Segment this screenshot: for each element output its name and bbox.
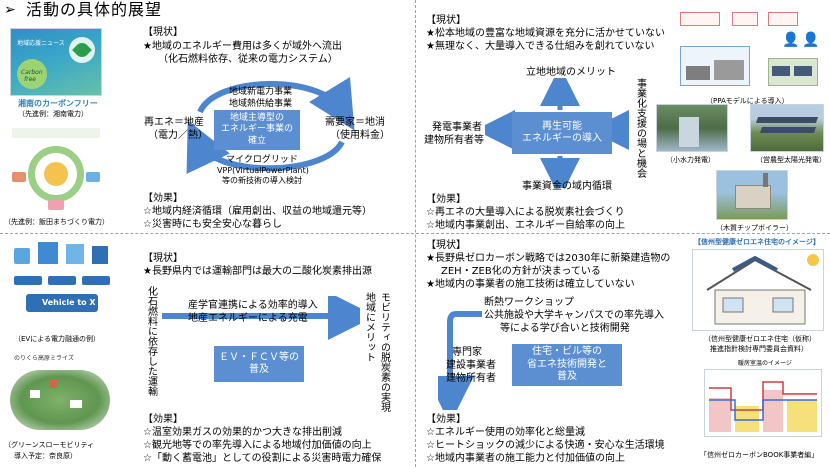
title-bullet: ➢ bbox=[4, 2, 16, 18]
q2-left-label-1: 発電事業者 bbox=[432, 122, 482, 133]
q4-genjo-2: ZEH・ZEB化の方針が決まっている bbox=[441, 266, 601, 277]
q3-right-vertical-2: モビリティの脱炭素の実現 bbox=[378, 292, 390, 412]
q4-top-text-3: 等による学び合いと技術開発 bbox=[500, 323, 630, 334]
caption-house-2: 推進指針検討専門委員会資料） bbox=[710, 345, 808, 353]
q2-center-box: 再生可能 エネルギーの導入 bbox=[512, 112, 612, 154]
q4-top-text-1: 断熱ワークショップ bbox=[484, 297, 574, 308]
caption-boiler: （木質チップボイラー） bbox=[716, 224, 793, 232]
q1-genjo-head: 【現状】 bbox=[143, 27, 183, 38]
room-temp-graph-title: 暖房室温のイメージ bbox=[738, 360, 792, 367]
q4-left-text-2: 建設事業者 bbox=[446, 360, 496, 371]
q3-right-vertical-1: 地域にメリット bbox=[363, 292, 375, 362]
q3-arrow bbox=[162, 296, 360, 340]
page-title: 活動の具体的展望 bbox=[26, 0, 163, 19]
q4-koka-1: ☆エネルギー使用の効率化と総量減 bbox=[426, 427, 585, 438]
iida-cycle-diagram bbox=[8, 126, 104, 212]
caption-house-1: （信州型健康ゼロエネ住宅（仮称） bbox=[704, 335, 816, 343]
q2-left-label-2: 建物所有者等 bbox=[424, 135, 484, 146]
q2-koka-2: ☆地域内事業創出、エネルギー自給率の向上 bbox=[426, 220, 625, 231]
q2-genjo-head: 【現状】 bbox=[426, 15, 466, 26]
q3-left-vertical: 化石燃料に依存した運輸 bbox=[145, 286, 157, 396]
q1-top-text-1: 地域新電力事業 bbox=[229, 87, 293, 97]
caption-green-1: （グリーンスローモビリティ bbox=[4, 441, 95, 449]
ppa-model-diagram: 👤 👤 bbox=[672, 10, 824, 92]
q4-center-box: 住宅・ビル等の 省エネ技術開発と 普及 bbox=[512, 344, 622, 386]
q1-right-text-1: 需要家＝地消 bbox=[325, 117, 385, 128]
caption-shonan-title: 湘南のカーボンフリー bbox=[18, 99, 98, 108]
q1-bottom-text-3: 等の新技術の導入検討 bbox=[222, 176, 302, 185]
caption-shonan: （先進例：湘南電力） bbox=[18, 110, 88, 118]
carbon-free-brochure-image: Carbon free 地域応援ニュース bbox=[10, 28, 102, 96]
q2-genjo-2: ★無理なく、大量導入できる仕組みを創れていない bbox=[426, 41, 655, 52]
q3-genjo-head: 【現状】 bbox=[143, 253, 183, 264]
q1-koka-head: 【効果】 bbox=[143, 193, 183, 204]
green-mobility-illustration bbox=[10, 370, 110, 430]
solar-sharing-photo bbox=[750, 104, 824, 152]
q3-koka-3: ☆「動く蓄電池」としての役割による災害時電力確保 bbox=[143, 453, 382, 464]
q2-koka-1: ☆再エネの大量導入による脱炭素社会づくり bbox=[426, 207, 625, 218]
house-image-title: 【信州型健康ゼロエネ住宅のイメージ】 bbox=[694, 238, 820, 246]
caption-green-2: 導入予定：奈良原） bbox=[14, 452, 77, 460]
caption-ev: （EVによる電力融通の例） bbox=[14, 335, 101, 343]
q4-genjo-3: ★地域内の事業者の施工技術は確立していない bbox=[426, 279, 635, 290]
q1-left-text-2: （電力／熱） bbox=[148, 130, 208, 141]
q3-koka-1: ☆温室効果ガスの効果的かつ大きな排出削減 bbox=[143, 427, 342, 438]
q4-genjo-head: 【現状】 bbox=[426, 240, 466, 251]
q3-genjo-1: ★長野県内では運輸部門は最大の二酸化炭素排出源 bbox=[143, 266, 372, 277]
q3-center-box: ＥＶ・ＦＣＶ等の 普及 bbox=[214, 346, 304, 382]
v2x-diagram: Vehicle to X bbox=[8, 240, 116, 320]
q4-koka-3: ☆地域内事業者の施工能力と付加価値の向上 bbox=[426, 453, 625, 464]
caption-hydro: （小水力発電） bbox=[666, 156, 715, 164]
zero-energy-house-image bbox=[692, 249, 824, 331]
room-temperature-graph bbox=[704, 369, 822, 437]
q4-genjo-1: ★長野県ゼロカーボン戦略では2030年に新築建造物の bbox=[426, 253, 671, 264]
q3-mid-text-1: 産学官連携による効率的導入 bbox=[188, 300, 318, 311]
v2x-label: Vehicle to X bbox=[42, 298, 96, 307]
q2-bottom-label: 事業資金の域内循環 bbox=[522, 181, 612, 192]
q1-center-box: 地域主導型の エネルギー事業の 確立 bbox=[214, 110, 300, 150]
caption-ppa: （PPAモデルによる導入） bbox=[706, 97, 789, 105]
horizontal-divider bbox=[0, 233, 830, 234]
q1-top-text-2: 地域熱供給事業 bbox=[229, 99, 293, 109]
q3-koka-head: 【効果】 bbox=[143, 414, 183, 425]
q2-genjo-1: ★松本地域の豊富な地域資源を充分に活かせていない bbox=[426, 28, 665, 39]
chip-boiler-photo bbox=[716, 170, 788, 220]
brochure-title: 地域応援ニュース bbox=[17, 40, 65, 47]
q4-top-text-2: 公共施設や大学キャンパスでの率先導入 bbox=[484, 310, 664, 321]
q1-koka-1: ☆地域内経済循環（雇用創出、収益の地域還元等） bbox=[143, 206, 372, 217]
q4-koka-head: 【効果】 bbox=[426, 414, 466, 425]
q4-left-text-3: 建物所有者 bbox=[446, 373, 496, 384]
q1-bottom-text-1: マイクログリッド bbox=[226, 155, 298, 165]
q4-koka-2: ☆ヒートショックの減少による快適・安心な生活環境 bbox=[426, 440, 665, 451]
caption-solar: （営農型太陽光発電） bbox=[756, 156, 826, 164]
q1-genjo-2: （化石燃料依存、従来の電力システム） bbox=[158, 54, 338, 65]
caption-iida: （先進例：飯田まちづくり電力） bbox=[4, 218, 109, 226]
q4-left-text-1: 専門家 bbox=[452, 347, 482, 358]
q1-left-text-1: 再エネ＝地産 bbox=[144, 117, 204, 128]
q4-arrow bbox=[438, 311, 482, 410]
q1-right-text-2: （使用料金） bbox=[330, 130, 390, 141]
caption-norikura: のりくら高原ミライズ bbox=[14, 355, 74, 362]
caption-book: 「信州ゼロカーボンBOOK事業者編」 bbox=[700, 451, 819, 459]
q2-vertical-label: 事業化支援の場と機会 bbox=[634, 78, 646, 178]
q1-genjo-1: ★地域のエネルギー費用は多くが域外へ流出 bbox=[143, 41, 342, 52]
q1-bottom-text-2: VPP(VirtualPowerPlant) bbox=[217, 166, 309, 175]
q1-koka-2: ☆災害時にも安全安心な暮らし bbox=[143, 219, 282, 230]
hydro-photo bbox=[656, 104, 728, 152]
q2-koka-head: 【効果】 bbox=[426, 194, 466, 205]
q3-mid-text-2: 地産エネルギーによる充電 bbox=[188, 313, 308, 324]
q2-top-label: 立地地域のメリット bbox=[526, 67, 616, 78]
q3-koka-2: ☆観光地等での率先導入による地域付加価値の向上 bbox=[143, 440, 372, 451]
q1-cycle-arrows bbox=[186, 76, 355, 174]
